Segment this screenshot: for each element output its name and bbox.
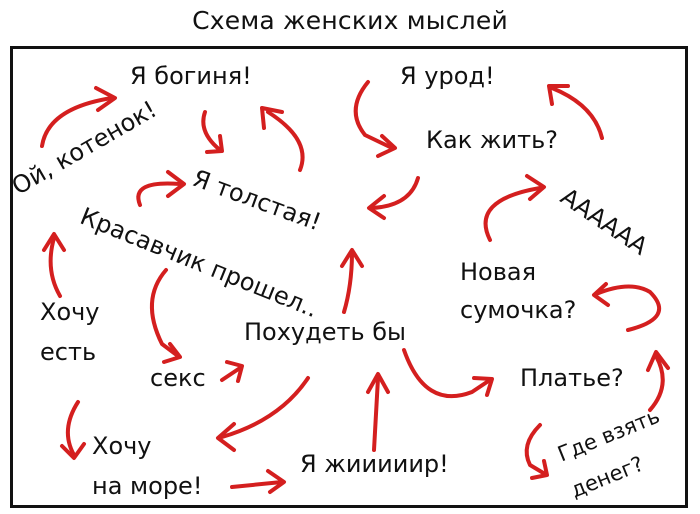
arrowhead bbox=[60, 442, 86, 460]
node-want-eat-line1: Хочу bbox=[40, 298, 100, 326]
arrowhead bbox=[367, 194, 386, 220]
arrowhead bbox=[366, 372, 390, 394]
arrow-eat-up bbox=[48, 236, 62, 298]
node-how-to-live: Как жить? bbox=[426, 126, 558, 154]
arrow-bag-loop bbox=[594, 284, 662, 332]
diagram-frame bbox=[10, 46, 688, 508]
arrowhead bbox=[205, 134, 224, 154]
arrow-lose-to-up bbox=[342, 250, 354, 314]
arrowhead bbox=[216, 422, 236, 452]
diagram-title: Схема женских мыслей bbox=[192, 6, 508, 35]
arrow-sex bbox=[150, 268, 180, 358]
arrow-bag-to-aaaa bbox=[483, 186, 542, 242]
node-goddess: Я богиня! bbox=[130, 62, 252, 90]
node-lose-weight: Похудеть бы bbox=[244, 318, 406, 346]
node-dress: Платье? bbox=[520, 364, 624, 392]
arrowhead bbox=[525, 174, 546, 201]
node-want-eat-line2: есть bbox=[40, 338, 97, 366]
arrow-lose-to-dress bbox=[402, 348, 492, 399]
arrowhead bbox=[376, 134, 397, 158]
arrow-eat-to-sea bbox=[66, 400, 80, 457]
node-getting-fat: Я жииииир! bbox=[300, 450, 449, 478]
arrowhead bbox=[162, 342, 182, 364]
arrow-aaaa-to-ugly bbox=[550, 86, 604, 140]
node-sex: секс bbox=[150, 364, 206, 392]
node-want-sea-line2: на море! bbox=[92, 472, 203, 500]
arrowhead bbox=[260, 106, 284, 130]
arrow-kitten-to-goddess bbox=[40, 96, 114, 148]
arrow-handsome-to-fat bbox=[136, 181, 182, 207]
arrowhead bbox=[266, 469, 286, 494]
node-new-bag-line2: сумочка? bbox=[460, 296, 577, 324]
arrow-fat2-to-lose bbox=[372, 376, 380, 452]
arrow-goddess-to-fat bbox=[201, 110, 222, 152]
arrow-fat-to-goddess bbox=[266, 110, 305, 172]
arrowhead bbox=[530, 459, 549, 480]
arrow-money-left bbox=[524, 423, 547, 476]
arrowhead bbox=[225, 360, 244, 383]
arrow-ugly-to-live bbox=[353, 80, 394, 150]
arrow-sea-to-fat bbox=[230, 480, 284, 489]
arrowhead bbox=[472, 376, 494, 397]
arrowhead bbox=[94, 86, 117, 112]
arrowhead bbox=[166, 170, 186, 198]
node-want-sea-line1: Хочу bbox=[92, 432, 152, 460]
arrowhead bbox=[340, 248, 364, 268]
arrowhead bbox=[646, 350, 670, 372]
arrow-live-to-fat bbox=[370, 176, 420, 210]
arrow-sex-to-lose bbox=[220, 366, 242, 382]
arrow-money-to-dress bbox=[648, 354, 665, 412]
node-new-bag-line1: Новая bbox=[460, 258, 537, 286]
arrowhead bbox=[547, 84, 570, 106]
arrowhead bbox=[42, 232, 66, 252]
arrowhead bbox=[592, 282, 610, 307]
node-ugly: Я урод! bbox=[400, 62, 495, 90]
arrow-lose-to-sea bbox=[220, 376, 310, 439]
